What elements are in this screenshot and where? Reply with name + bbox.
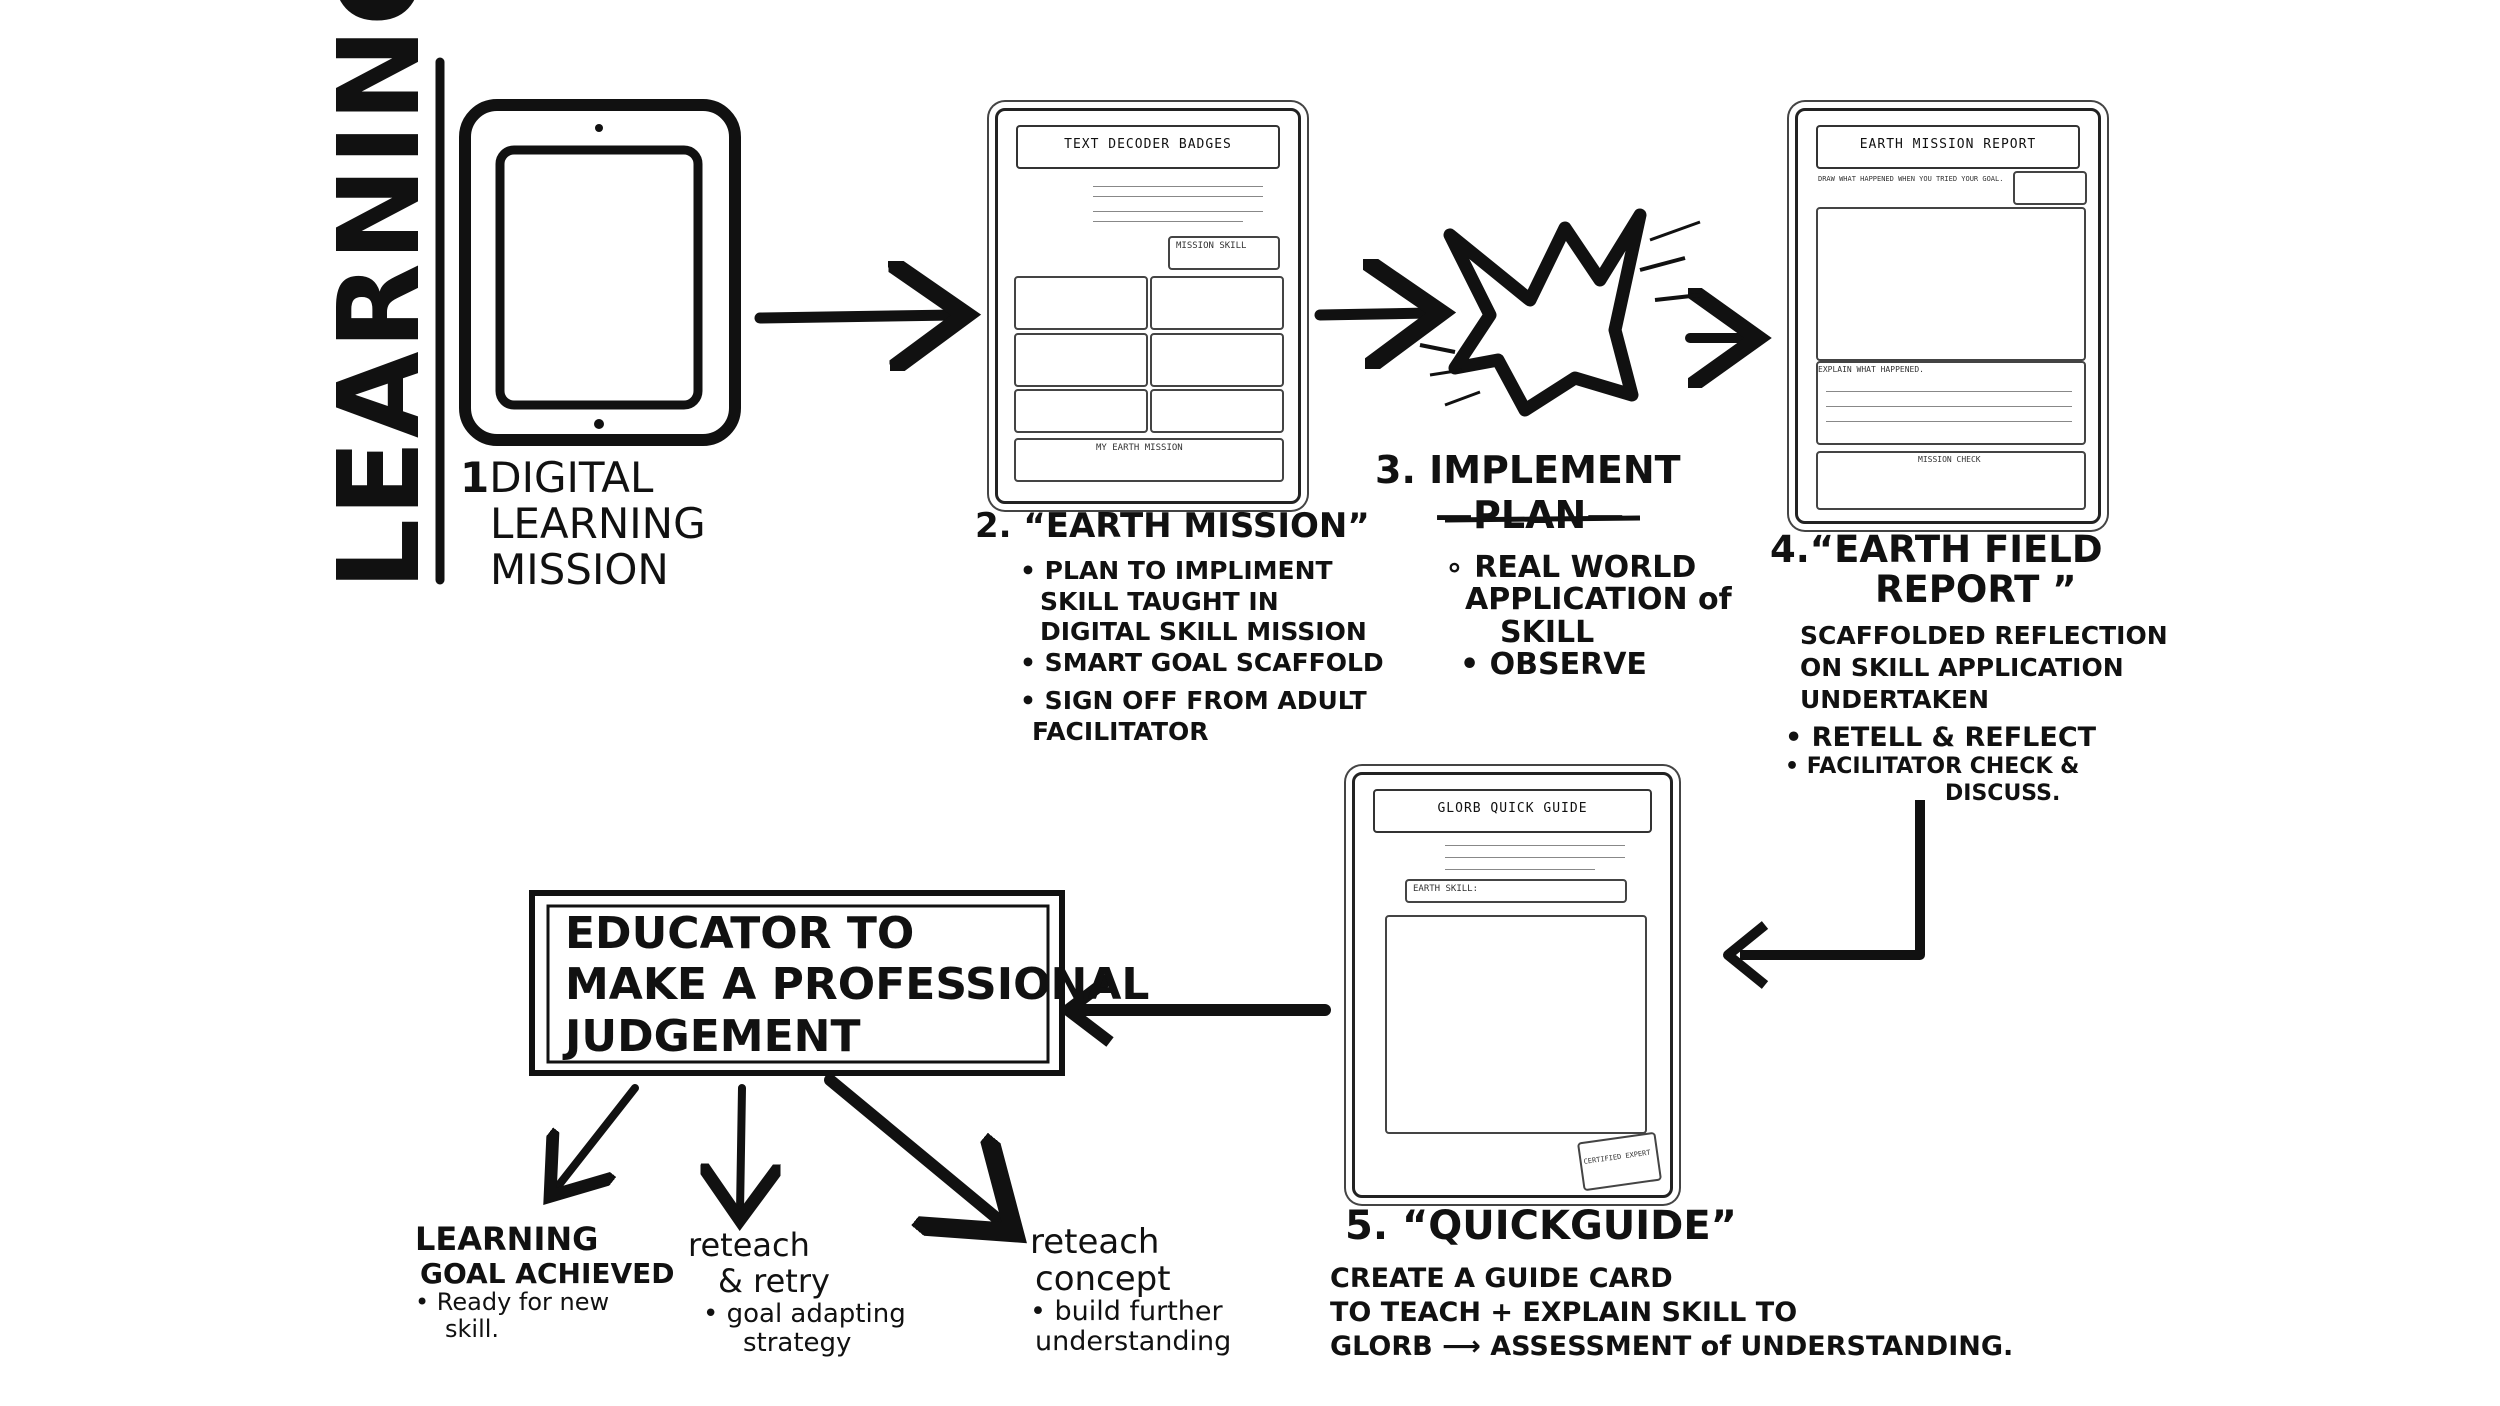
judgement-line1: EDUCATOR TO (565, 908, 915, 959)
quickguide-header: GLORB QUICK GUIDE (1373, 789, 1652, 833)
report-mission-check-label: MISSION CHECK (1918, 455, 1981, 464)
quickguide-card-area (1385, 915, 1647, 1134)
step4-title-line1: 4.“EARTH FIELD (1770, 528, 2103, 571)
report-header: EARTH MISSION REPORT (1816, 125, 2080, 169)
arrow-to-goal-achieved (555, 1084, 639, 1190)
step4-desc-2: UNDERTAKEN (1800, 685, 1990, 714)
outcome-2-title-line1: reteach (1030, 1222, 1160, 1262)
step4-desc-1: ON SKILL APPLICATION (1800, 653, 2124, 682)
outcome-0-title-line1: LEARNING (415, 1220, 599, 1258)
outcome-goal-achieved: LEARNING GOAL ACHIEVED • Ready for new s… (415, 1220, 675, 1344)
outcome-1-sub-line1: • goal adapting (703, 1298, 906, 1329)
judgement-frame (529, 890, 1065, 1076)
report-explain-prompt: EXPLAIN WHAT HAPPENED. (1818, 365, 1924, 374)
step2-bullet-0: • PLAN TO IMPLIMENT (1020, 556, 1333, 585)
quick-guide-worksheet: GLORB QUICK GUIDE EARTH SKILL: CERTIFIED… (1352, 772, 1673, 1198)
judgement-line2: MAKE A PROFESSIONAL (565, 959, 1150, 1011)
step1-line2: LEARNING (490, 499, 706, 549)
step1-line3: MISSION (490, 545, 669, 595)
step5-desc-2: GLORB ⟶ ASSESSMENT of UNDERSTANDING. (1330, 1330, 2014, 1362)
step4-bullets: • RETELL & REFLECT • FACILITATOR CHECK &… (1785, 722, 2096, 807)
step3-title-line1: 3. IMPLEMENT (1375, 448, 1681, 492)
step4-bullet-2: DISCUSS. (1945, 780, 2061, 806)
report-drawing-area (1816, 207, 2086, 361)
arrow-to-reteach-concept (824, 1074, 1005, 1225)
outcome-1-title-line1: reteach (688, 1226, 810, 1264)
step3-bullet-3: • OBSERVE (1460, 647, 1647, 683)
outcome-reteach-concept: reteach concept • build further understa… (1030, 1224, 1231, 1356)
outcome-0-sub-line2: skill. (445, 1315, 500, 1344)
outcome-0-sub-line1: • Ready for new (415, 1288, 610, 1317)
step3-bullet-2: SKILL (1500, 614, 1595, 650)
tablet-icon (459, 99, 741, 446)
step3-bullet-0: ∘ REAL WORLD (1445, 550, 1697, 585)
worksheet-header: TEXT DECODER BADGES (1016, 125, 1280, 169)
certified-expert-stamp: CERTIFIED EXPERT (1576, 1131, 1663, 1192)
step2-bullets: • PLAN TO IMPLIMENT SKILL TAUGHT IN DIGI… (1020, 556, 1384, 747)
star-burst-icon (1419, 208, 1701, 417)
step4-desc-0: SCAFFOLDED REFLECTION (1800, 621, 2168, 650)
outcome-1-title-line2: & retry (718, 1261, 830, 1300)
step5-desc: CREATE A GUIDE CARD TO TEACH + EXPLAIN S… (1330, 1262, 2013, 1363)
plan-underline (1444, 515, 1641, 523)
step5-desc-0: CREATE A GUIDE CARD (1330, 1263, 1673, 1294)
step3-title-line2: —PLAN— (1435, 493, 1625, 537)
step2-bullet-5: FACILITATOR (1032, 716, 1209, 746)
quickguide-header-text: GLORB QUICK GUIDE (1437, 801, 1588, 816)
judgement-line3: JUDGEMENT (565, 1010, 861, 1062)
arrow-step5-to-judgement (1062, 973, 1331, 1047)
step2-bullet-2: DIGITAL SKILL MISSION (1040, 617, 1367, 646)
step1-number: 1 (460, 453, 490, 502)
step5-desc-1: TO TEACH + EXPLAIN SKILL TO (1330, 1296, 1798, 1328)
quickguide-earth-skill: EARTH SKILL: (1405, 879, 1627, 903)
mission-skill-label: MISSION SKILL (1176, 241, 1247, 251)
step2-title: 2. “EARTH MISSION” (975, 506, 1370, 546)
step4-bullet-0: • RETELL & REFLECT (1785, 722, 2097, 753)
my-earth-mission-label: MY EARTH MISSION (1096, 443, 1183, 453)
arrow-step1-to-step2 (754, 315, 955, 318)
step4-bullet-1: • FACILITATOR CHECK & (1785, 754, 2080, 780)
earth-field-report-worksheet: EARTH MISSION REPORT DRAW WHAT HAPPENED … (1795, 108, 2101, 524)
mission-skill-box: MISSION SKILL (1168, 236, 1280, 270)
step4-desc: SCAFFOLDED REFLECTION ON SKILL APPLICATI… (1800, 620, 2168, 716)
step2-bullet-3: • SMART GOAL SCAFFOLD (1020, 647, 1384, 677)
report-header-text: EARTH MISSION REPORT (1859, 137, 2037, 152)
arrow-step4-to-step5 (1723, 800, 1925, 989)
outcome-0-title-line2: GOAL ACHIEVED (420, 1256, 675, 1290)
outcome-2-title-line2: concept (1035, 1258, 1171, 1299)
learning-title: LEARNING (315, 0, 445, 590)
certified-expert-stamp-text: CERTIFIED EXPERT (1583, 1148, 1652, 1166)
arrow-step2-to-step3 (1314, 313, 1430, 315)
report-draw-prompt: DRAW WHAT HAPPENED WHEN YOU TRIED YOUR G… (1818, 175, 2004, 183)
learning-title-text: LEARNING (315, 0, 445, 590)
outcome-reteach-retry: reteach & retry • goal adapting strategy (688, 1226, 906, 1358)
step3-bullet-1: APPLICATION of (1465, 582, 1732, 618)
step1-label: 1DIGITAL LEARNING MISSION (460, 453, 706, 595)
step2-bullet-4: • SIGN OFF FROM ADULT (1020, 686, 1367, 715)
step2-bullet-1: SKILL TAUGHT IN (1040, 586, 1279, 616)
outcome-2-sub-line1: • build further (1030, 1296, 1223, 1328)
worksheet-header-text: TEXT DECODER BADGES (1064, 137, 1232, 152)
outcome-1-sub-line2: strategy (743, 1327, 852, 1358)
quickguide-earth-skill-label: EARTH SKILL: (1413, 884, 1479, 894)
step4-title-line2: REPORT ” (1875, 568, 2077, 611)
judgement-text: EDUCATOR TO MAKE A PROFESSIONAL JUDGEMEN… (565, 908, 1149, 1062)
my-earth-mission-box: MY EARTH MISSION (1014, 438, 1284, 482)
arrow-to-reteach-retry (740, 1084, 742, 1212)
step1-line1: DIGITAL (489, 453, 654, 502)
step5-title: 5. “QUICKGUIDE” (1345, 1203, 1737, 1249)
outcome-2-sub-line2: understanding (1035, 1325, 1232, 1357)
step3-bullets: ∘ REAL WORLD APPLICATION of SKILL • OBSE… (1445, 550, 1732, 683)
report-mission-check: MISSION CHECK (1816, 451, 2086, 510)
earth-mission-worksheet: TEXT DECODER BADGES MISSION SKILL MY EAR… (995, 108, 1301, 504)
